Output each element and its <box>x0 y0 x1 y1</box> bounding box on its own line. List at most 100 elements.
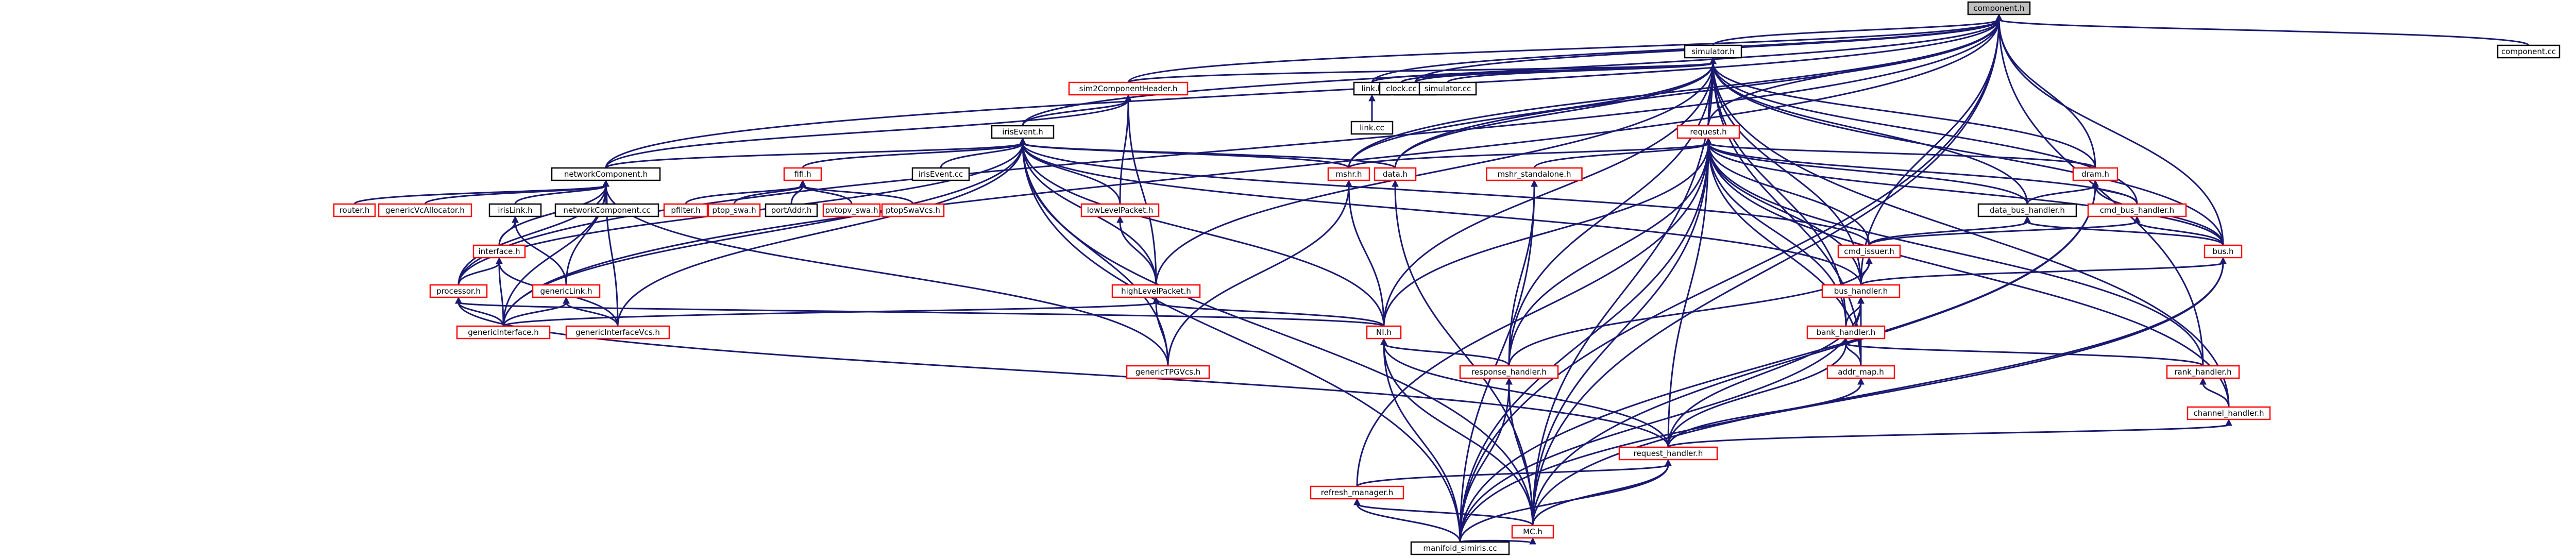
node-request-h[interactable]: request.h <box>1676 125 1740 139</box>
node-sim2componentheader-h[interactable]: sim2ComponentHeader.h <box>1068 81 1189 96</box>
node-label: data_bus_handler.h <box>1990 206 2065 215</box>
node-pvtopv-swa-h[interactable]: pvtopv_swa.h <box>822 203 881 217</box>
node-label: simulator.h <box>1691 47 1735 56</box>
node-link-cc[interactable]: link.cc <box>1350 121 1394 135</box>
node-label: dram.h <box>2081 170 2109 179</box>
node-bank-handler-h[interactable]: bank_handler.h <box>1806 325 1886 340</box>
node-addr-map-h[interactable]: addr_map.h <box>1826 365 1895 379</box>
edge-networkcomponent-h-to-irisevent-h <box>605 142 1024 169</box>
node-mshr-h[interactable]: mshr.h <box>1327 167 1370 181</box>
node-box <box>765 203 818 217</box>
node-genericinterface-h[interactable]: genericInterface.h <box>456 325 551 340</box>
node-label: fifi.h <box>794 170 811 179</box>
node-router-h[interactable]: router.h <box>333 203 376 217</box>
node-processor-h[interactable]: processor.h <box>429 284 488 298</box>
arrowhead-highlevelpacket-h-to-lowlevelpacket-h <box>1116 215 1124 223</box>
node-label: mshr_standalone.h <box>1497 170 1571 179</box>
edge-processor-h-to-interface-h <box>457 262 500 285</box>
node-clock-cc[interactable]: clock.cc <box>1379 81 1424 96</box>
node-genericvcallocator-h[interactable]: genericVcAllocator.h <box>378 203 472 217</box>
arrowhead-generictpgvcs-h-to-irisevent-h <box>1019 137 1026 145</box>
node-genericinterfacevcs-h[interactable]: genericInterfaceVcs.h <box>565 325 670 340</box>
edge-manifold-simiris-cc-to-refresh-manager-h <box>1356 503 1461 543</box>
edge-manifold-simiris-cc-to-request-h <box>1459 143 1709 543</box>
node-channel-handler-h[interactable]: channel_handler.h <box>2187 406 2271 420</box>
arrowhead-response-handler-h-to-cmd-issuer-h <box>1866 257 1873 264</box>
node-label: addr_map.h <box>1838 367 1884 377</box>
edge-rank-handler-h-to-bank-handler-h <box>1845 343 2204 367</box>
node-box <box>554 203 659 217</box>
node-label: refresh_manager.h <box>1321 488 1394 498</box>
edge-genericinterfacevcs-h-to-irisevent-h <box>617 143 1024 327</box>
node-portaddr-h[interactable]: portAddr.h <box>765 203 818 217</box>
node-box <box>783 167 822 181</box>
node-ptopswavcs-h[interactable]: ptopSwaVcs.h <box>881 203 945 217</box>
node-pfilter-h[interactable]: pfilter.h <box>663 203 708 217</box>
node-label: lowLevelPacket.h <box>1087 206 1154 215</box>
node-irislink-h[interactable]: irisLink.h <box>488 203 542 217</box>
edge-request-handler-h-to-request-h <box>1667 143 1709 448</box>
edge-ptopswavcs-h-to-fifi-h <box>802 184 914 205</box>
node-label: router.h <box>340 206 370 215</box>
node-genericlink-h[interactable]: genericLink.h <box>532 284 601 298</box>
node-label: genericInterface.h <box>468 328 539 337</box>
node-simulator-h[interactable]: simulator.h <box>1684 44 1742 59</box>
node-bus-h[interactable]: bus.h <box>2204 244 2243 259</box>
node-label: genericTPGVcs.h <box>1136 367 1201 377</box>
node-data-bus-handler-h[interactable]: data_bus_handler.h <box>1977 203 2077 217</box>
node-simulator-cc[interactable]: simulator.cc <box>1418 81 1477 96</box>
node-manifold-simiris-cc[interactable]: manifold_simiris.cc <box>1410 541 1510 555</box>
arrowhead-manifold-simiris-cc-to-request-h <box>1705 137 1712 145</box>
node-generictpgvcs-h[interactable]: genericTPGVcs.h <box>1126 365 1210 379</box>
node-box <box>1410 541 1510 555</box>
edge-highlevelpacket-h-to-lowlevelpacket-h <box>1119 221 1157 285</box>
node-box <box>1126 365 1210 379</box>
edge-response-handler-h-to-request-h <box>1508 143 1709 366</box>
node-box <box>1366 325 1402 340</box>
edge-bus-h-to-cmd-bus-handler-h <box>2136 221 2224 246</box>
node-box <box>1374 167 1417 181</box>
node-networkcomponent-cc[interactable]: networkComponent.cc <box>554 203 659 217</box>
node-data-h[interactable]: data.h <box>1374 167 1417 181</box>
node-networkcomponent-h[interactable]: networkComponent.h <box>551 167 661 181</box>
node-label: networkComponent.h <box>564 170 648 179</box>
edge-ptop-swa-h-to-fifi-h <box>733 184 804 205</box>
edge-mc-h-to-response-handler-h <box>1508 383 1534 526</box>
node-dram-h[interactable]: dram.h <box>2072 167 2119 181</box>
node-bus-handler-h[interactable]: bus_handler.h <box>1821 284 1901 298</box>
node-label: cmd_bus_handler.h <box>2100 206 2174 215</box>
node-mshr-standalone-h[interactable]: mshr_standalone.h <box>1486 167 1583 181</box>
edge-irislink-h-to-networkcomponent-h <box>514 184 607 205</box>
node-component-cc[interactable]: component.cc <box>2497 44 2561 59</box>
edge-genericinterfacevcs-h-to-genericlink-h <box>565 302 619 327</box>
arrowhead-ptopswavcs-h-to-fifi-h <box>799 179 806 187</box>
edge-data-h-to-simulator-h <box>1394 62 1714 168</box>
node-box <box>663 203 708 217</box>
node-refresh-manager-h[interactable]: refresh_manager.h <box>1310 485 1404 500</box>
node-ptop-swa-h[interactable]: ptop_swa.h <box>707 203 761 217</box>
node-rank-handler-h[interactable]: rank_handler.h <box>2166 365 2240 379</box>
node-cmd-issuer-h[interactable]: cmd_issuer.h <box>1837 244 1901 259</box>
arrowhead-request-handler-h-to-channel-handler-h <box>2225 418 2232 426</box>
node-nic-h[interactable]: NI.h <box>1366 325 1402 340</box>
node-fifi-h[interactable]: fifi.h <box>783 167 822 181</box>
node-highlevelpacket-h[interactable]: highLevelPacket.h <box>1111 284 1201 298</box>
node-box <box>2072 167 2119 181</box>
node-request-handler-h[interactable]: request_handler.h <box>1618 446 1718 461</box>
node-label: request_handler.h <box>1634 449 1703 459</box>
node-lowlevelpacket-h[interactable]: lowLevelPacket.h <box>1080 203 1160 217</box>
edge-generictpgvcs-h-to-networkcomponent-h <box>605 185 1169 366</box>
node-response-handler-h[interactable]: response_handler.h <box>1459 365 1559 379</box>
edge-cmd-bus-handler-h-to-dram-h <box>2094 185 2138 205</box>
node-cmd-bus-handler-h[interactable]: cmd_bus_handler.h <box>2087 203 2187 217</box>
node-component-h[interactable]: component.h <box>1967 1 2031 15</box>
edge-channel-handler-h-to-request-h <box>1707 143 2230 408</box>
node-interface-h[interactable]: interface.h <box>472 244 526 259</box>
node-box <box>488 203 542 217</box>
node-irisevent-h[interactable]: irisEvent.h <box>991 125 1055 139</box>
node-irisevent-cc[interactable]: irisEvent.cc <box>911 167 970 181</box>
node-mc-h[interactable]: MC.h <box>1511 525 1554 539</box>
edge-lowlevelpacket-h-to-irisevent-h <box>1022 143 1121 205</box>
arrowhead-manifold-simiris-cc-to-mshr-standalone-h <box>1531 179 1538 187</box>
